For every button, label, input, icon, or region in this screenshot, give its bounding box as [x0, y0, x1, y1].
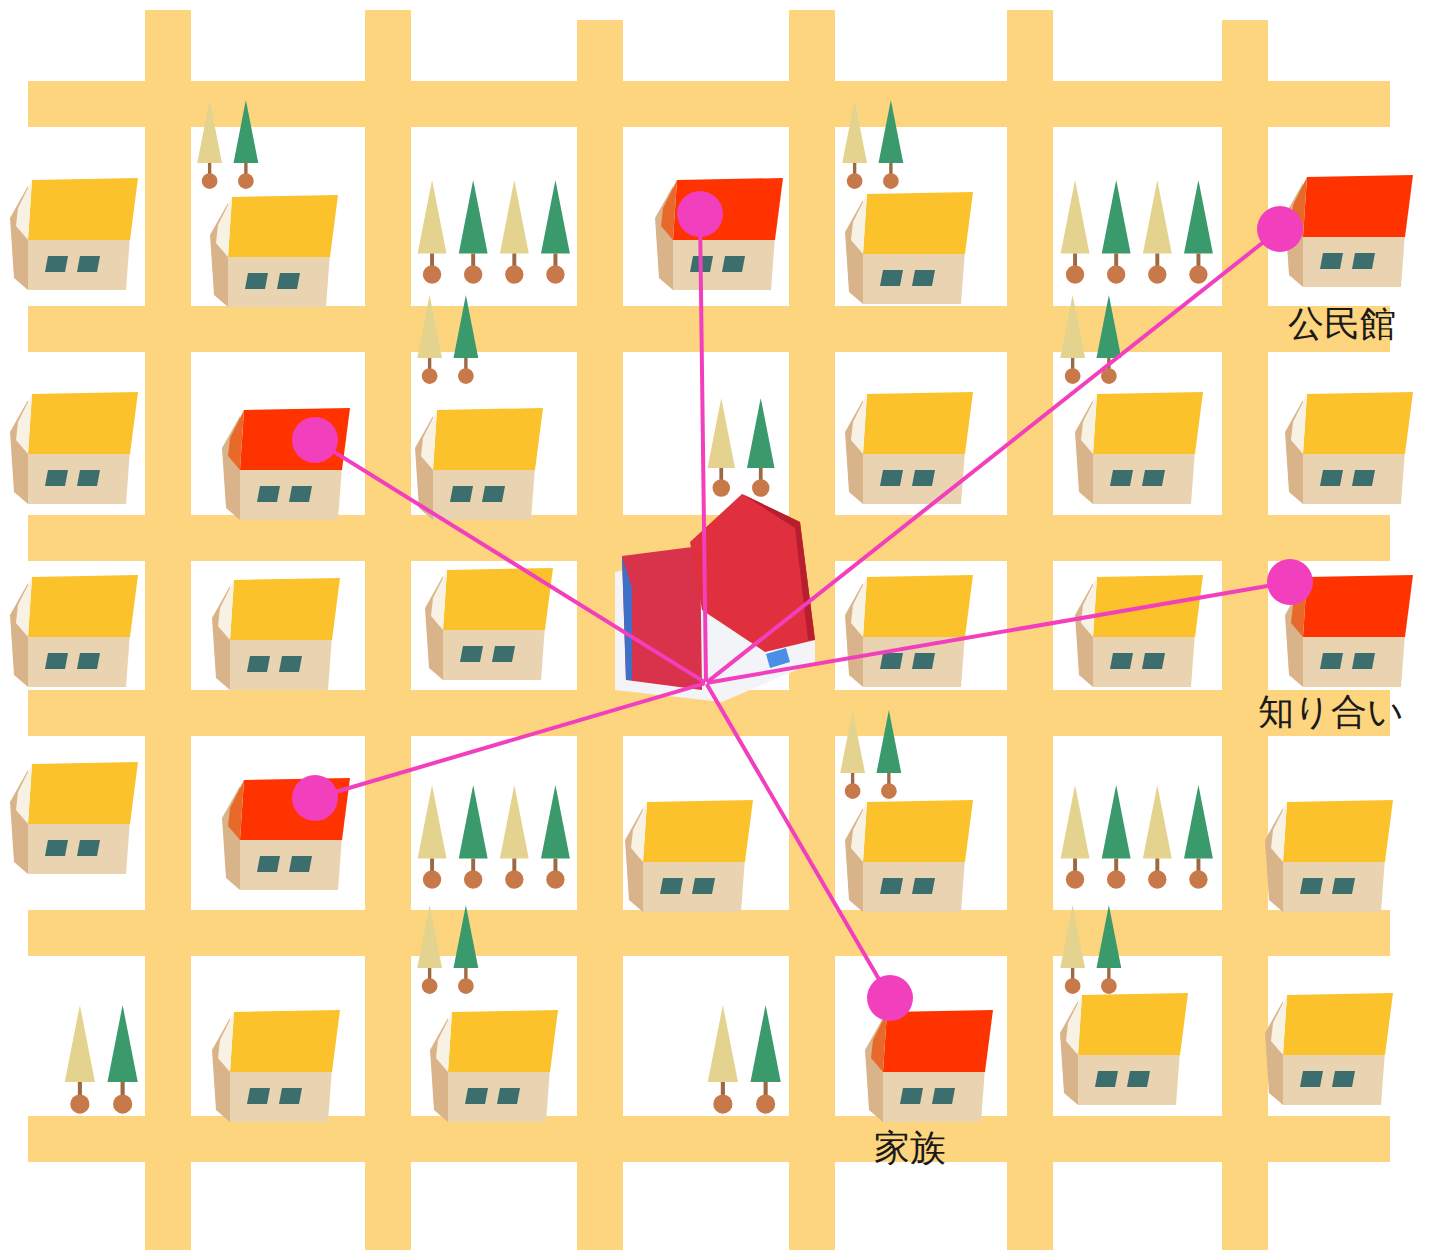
home-house — [615, 494, 815, 702]
tree — [234, 100, 259, 189]
house — [10, 762, 138, 874]
tree — [1060, 905, 1085, 994]
tree — [840, 710, 865, 799]
house — [1265, 800, 1393, 912]
tree — [500, 180, 529, 284]
tree — [65, 1005, 95, 1114]
tree — [541, 180, 570, 284]
tree — [417, 905, 442, 994]
home-point — [703, 680, 709, 686]
house — [212, 578, 340, 690]
red-house — [865, 1010, 993, 1122]
link-line — [708, 686, 879, 979]
contact-dot: 公民館 — [1257, 206, 1303, 252]
house — [10, 392, 138, 504]
tree — [108, 1005, 138, 1114]
tree — [1102, 180, 1131, 284]
tree — [197, 100, 222, 189]
house — [1285, 392, 1413, 504]
tree — [541, 785, 570, 889]
red-house — [1285, 175, 1413, 287]
link-line — [335, 452, 704, 681]
contact-dot: 知り合い — [1267, 559, 1313, 605]
house — [425, 568, 553, 680]
house — [430, 1010, 558, 1122]
house — [212, 1010, 340, 1122]
tree — [1097, 295, 1122, 384]
tree — [1061, 785, 1090, 889]
tree — [459, 180, 488, 284]
tree — [842, 100, 867, 189]
tree — [708, 398, 736, 497]
house — [1075, 392, 1203, 504]
tree — [879, 100, 904, 189]
house — [1060, 993, 1188, 1105]
place-label: 公民館 — [1288, 304, 1396, 344]
contact-dot — [677, 191, 723, 237]
house — [625, 800, 753, 912]
tree — [500, 785, 529, 889]
tree — [454, 905, 479, 994]
tree — [1184, 785, 1213, 889]
contact-dot — [292, 775, 338, 821]
tree — [751, 1005, 781, 1114]
red-house — [655, 178, 783, 290]
tree — [708, 1005, 738, 1114]
contact-dot: 家族 — [867, 975, 913, 1021]
link-line — [700, 237, 706, 680]
tree — [418, 180, 447, 284]
place-label: 家族 — [874, 1128, 946, 1168]
tree — [877, 710, 902, 799]
house — [415, 408, 543, 520]
tree — [1097, 905, 1122, 994]
place-label: 知り合い — [1258, 692, 1404, 732]
tree — [1143, 785, 1172, 889]
tree — [459, 785, 488, 889]
tree — [1184, 180, 1213, 284]
house — [10, 575, 138, 687]
house — [845, 392, 973, 504]
house — [1075, 575, 1203, 687]
contact-dot — [292, 417, 338, 463]
road-grid — [28, 10, 1390, 1250]
house — [10, 178, 138, 290]
link-line — [708, 243, 1262, 681]
link-line — [337, 684, 703, 792]
tree — [1102, 785, 1131, 889]
tree — [418, 785, 447, 889]
house — [845, 575, 973, 687]
link-line — [709, 586, 1267, 683]
tree — [1061, 180, 1090, 284]
house — [1265, 993, 1393, 1105]
tree — [417, 295, 442, 384]
tree — [747, 398, 775, 497]
tree — [454, 295, 479, 384]
red-house — [222, 408, 350, 520]
tree — [1060, 295, 1085, 384]
house — [845, 192, 973, 304]
house — [210, 195, 338, 307]
house — [845, 800, 973, 912]
tree — [1143, 180, 1172, 284]
